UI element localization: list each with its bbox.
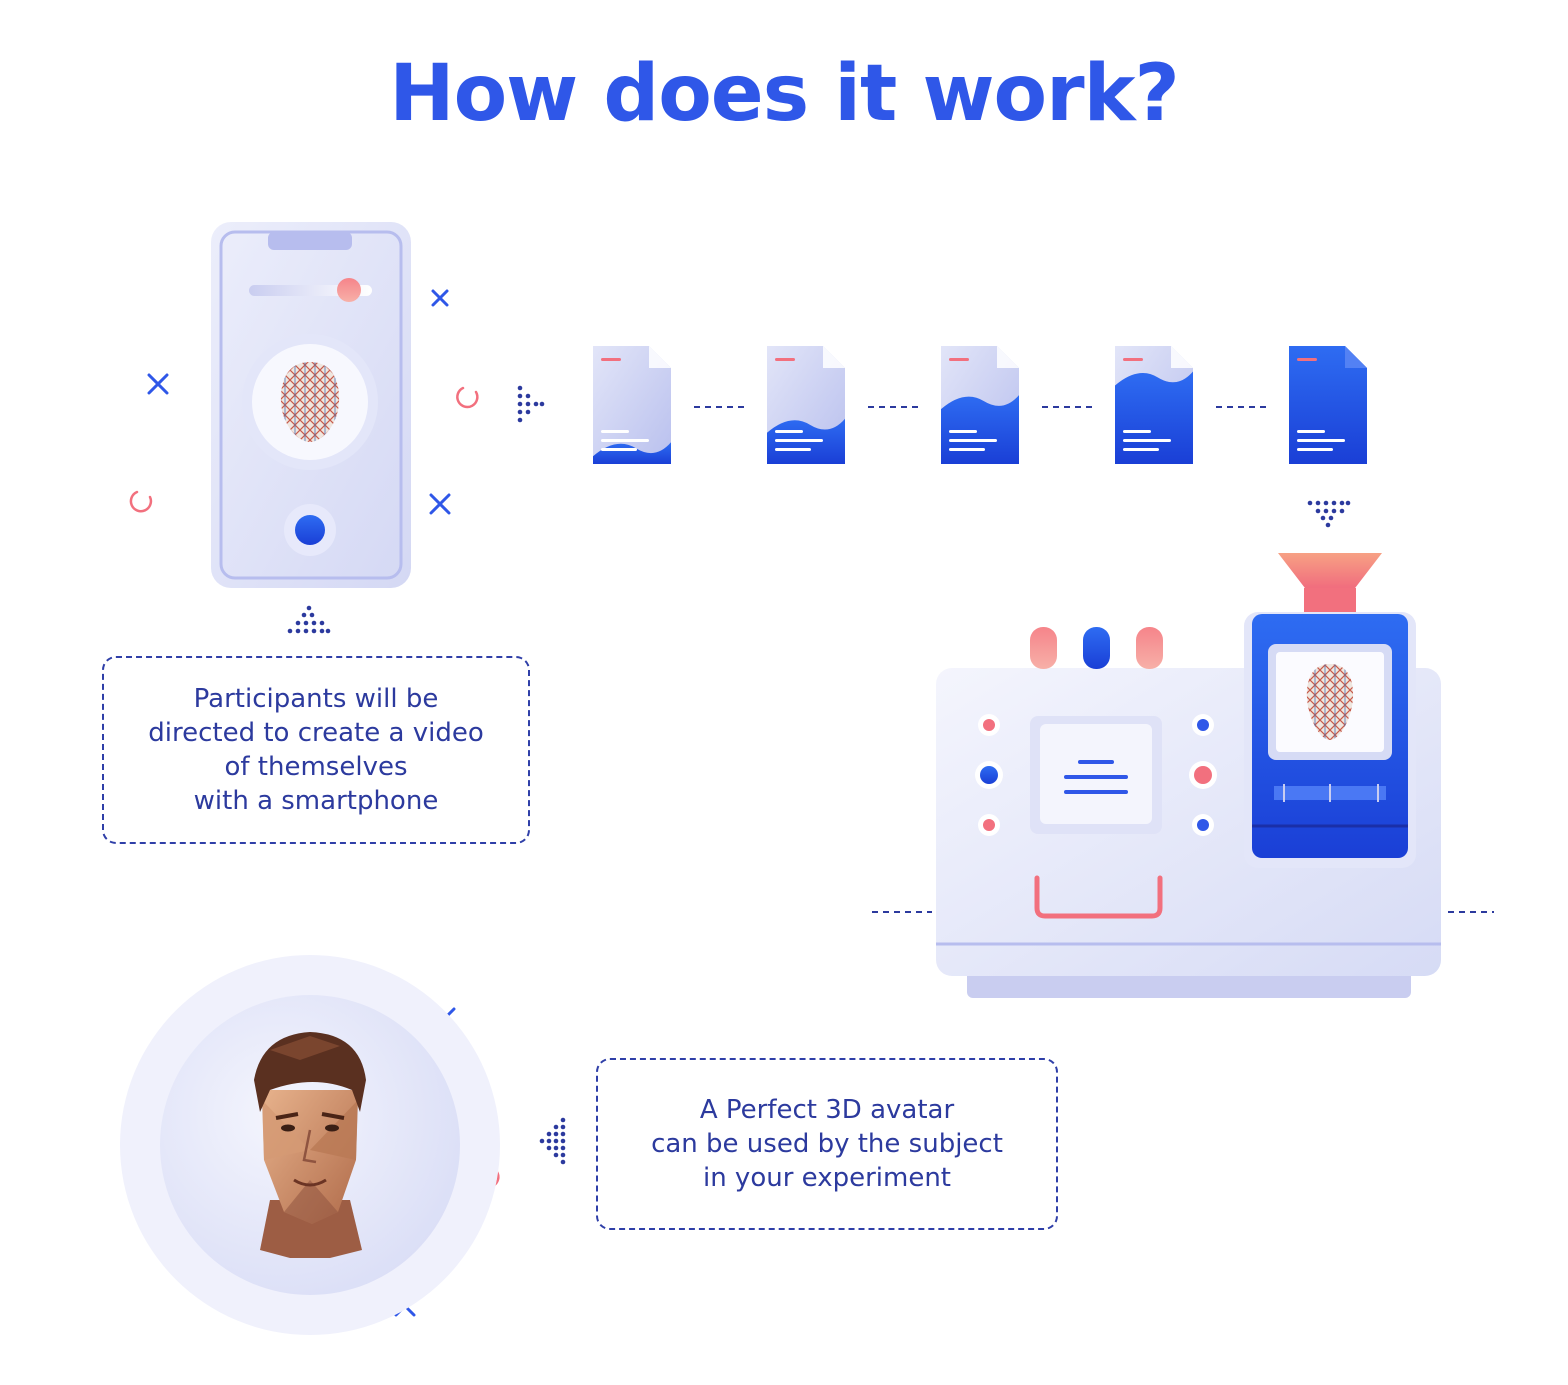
capture-caption-text: Participants will be directed to create … <box>148 682 483 818</box>
x-mark-icon <box>429 493 451 515</box>
file-document-icon <box>1289 346 1367 464</box>
caption-line: Participants will be <box>193 684 439 714</box>
caption-line: of themselves <box>224 752 408 782</box>
loading-arc-icon <box>129 490 153 513</box>
caption-line: directed to create a video <box>148 718 484 748</box>
processing-machine-illustration <box>936 553 1441 998</box>
capture-caption-box: Participants will be directed to create … <box>102 656 530 844</box>
caption-line: can be used by the subject <box>651 1129 1003 1159</box>
avatar-face <box>254 1032 366 1258</box>
file-document-icon <box>767 346 845 464</box>
result-caption-box: A Perfect 3D avatar can be used by the s… <box>596 1058 1058 1230</box>
avatar-portrait-illustration <box>120 955 500 1335</box>
x-mark-icon <box>431 289 449 307</box>
file-progress-row <box>593 346 1367 464</box>
smartphone-illustration <box>211 222 411 588</box>
dotted-arrow-icon <box>539 1117 566 1165</box>
file-document-icon <box>1115 346 1193 464</box>
file-document-icon <box>941 346 1019 464</box>
face-mask-icon <box>280 362 340 442</box>
caption-line: A Perfect 3D avatar <box>699 1095 955 1125</box>
caption-line: in your experiment <box>702 1163 951 1193</box>
dotted-arrow-icon <box>1307 500 1351 528</box>
page-title: How does it work? <box>389 49 1179 139</box>
face-mask-icon <box>1306 664 1354 740</box>
result-caption-text: A Perfect 3D avatar can be used by the s… <box>651 1093 1003 1195</box>
record-button-icon <box>295 515 325 545</box>
file-document-icon <box>593 346 671 464</box>
x-mark-icon <box>147 373 169 395</box>
slider-knob <box>337 278 361 302</box>
loading-arc-icon <box>456 386 479 409</box>
dotted-arrow-icon <box>517 385 545 423</box>
dotted-arrow-icon <box>287 605 331 634</box>
caption-line: with a smartphone <box>193 786 439 816</box>
